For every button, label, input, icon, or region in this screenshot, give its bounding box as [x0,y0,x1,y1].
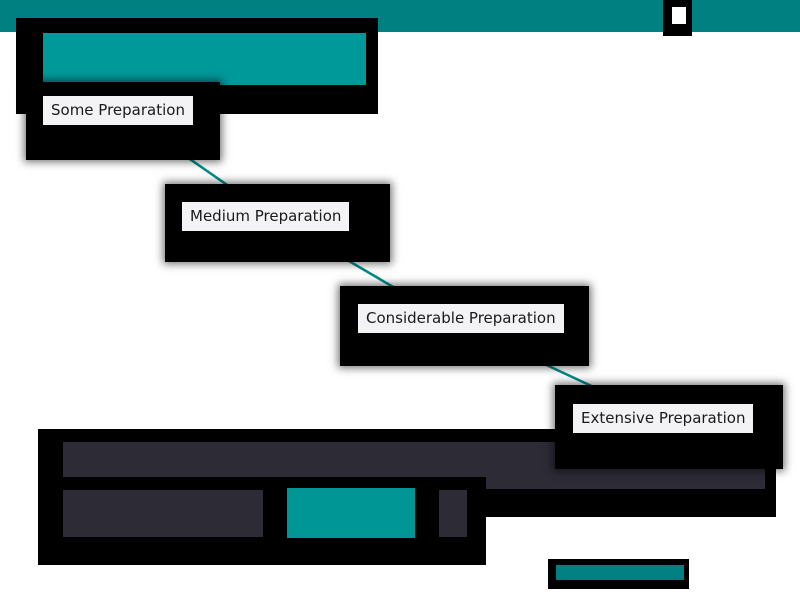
lower-controls-panel [38,477,486,565]
lower-teal-button[interactable] [287,488,415,538]
bottom-bar-panel [548,559,689,589]
window-toggle-icon[interactable] [663,0,692,36]
lower-dark-small-box [439,490,467,537]
header-teal-bar [43,33,366,85]
step-extensive-preparation[interactable]: Extensive Preparation [555,385,783,469]
window-square-icon [672,7,686,24]
lower-dark-box [63,490,263,537]
bottom-teal-bar[interactable] [556,565,684,580]
step-label: Considerable Preparation [358,304,564,333]
step-label: Extensive Preparation [573,404,754,433]
step-considerable-preparation[interactable]: Considerable Preparation [340,286,589,366]
step-medium-preparation[interactable]: Medium Preparation [165,184,390,262]
step-label: Medium Preparation [182,202,350,231]
step-label: Some Preparation [43,96,193,125]
step-some-preparation[interactable]: Some Preparation [26,82,220,160]
